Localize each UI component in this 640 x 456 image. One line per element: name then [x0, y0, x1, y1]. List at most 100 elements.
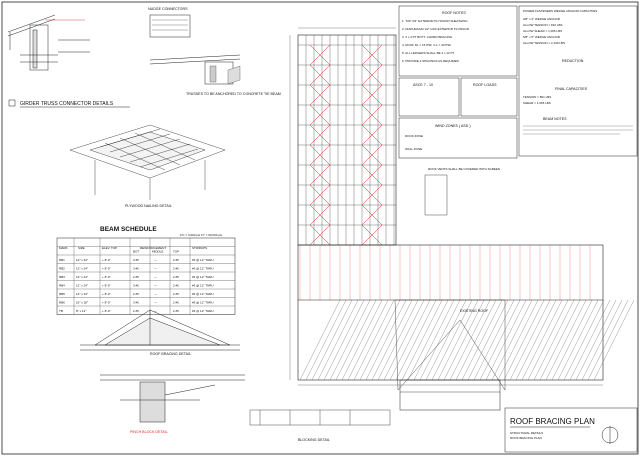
- wind-zones-title: WIND ZONES ( ASD ): [435, 124, 471, 128]
- final-capacity-item: SHEAR = 1,065 LBS: [523, 101, 551, 105]
- roof-notes-box: [398, 5, 518, 77]
- beam-cell: 2 #5: [173, 284, 179, 288]
- beam-subheader: MIDDLE: [152, 250, 163, 254]
- beam-cell: #3 @ 12" THRU: [192, 258, 214, 262]
- power-fasteners-box: [518, 5, 638, 157]
- power-line-item: 3/8" x 3" WEDGE ANCHOR: [523, 17, 561, 21]
- girder-truss-detail: [7, 14, 90, 71]
- beam-cell: RB6: [59, 301, 65, 305]
- beam-cell: 2 #5: [173, 292, 179, 296]
- roof-note-item: 6. PROVIDE 2 SPACINGS AS REQUIRED: [402, 59, 460, 63]
- beam-cell: 12" x 24": [76, 258, 88, 262]
- reduction-title: REDUCTION: [562, 59, 584, 63]
- beam-schedule-spec: F'C = 3,000 psi FY = 60,000 psi: [180, 233, 222, 237]
- beam-cell: #3 @ 12" THRU: [192, 309, 214, 313]
- beam-cell: 16" x 18": [76, 301, 88, 305]
- beam-header: ELEV. TOP: [102, 246, 117, 250]
- roof-note-item: 2. DIAPHRAGM 1/2" CDX EXTERIOR PLYWOOD: [402, 27, 470, 31]
- beam-cell: —: [154, 292, 157, 296]
- beam-header: SIZE: [78, 246, 85, 250]
- asce-title: ASCE 7 - 10: [413, 83, 433, 87]
- power-line-item: ALLOW TENSION = 810 LBS: [523, 23, 563, 27]
- beam-cell: RB4: [59, 284, 65, 288]
- wind-wall-zone: WALL ZONE: [405, 147, 422, 151]
- power-line-item: 5/8" x 5" WEDGE ANCHOR: [523, 35, 561, 39]
- roof-note-item: 5. ALL LEDGERS SHALL BE 2 x 12 PT: [402, 51, 454, 55]
- beam-subheader: TOP: [173, 250, 179, 254]
- beam-cell: 3 #5: [133, 284, 139, 288]
- beam-cell: + 8'-0": [102, 267, 111, 271]
- beam-cell: 12" x 24": [76, 284, 88, 288]
- beam-cell: —: [154, 258, 157, 262]
- beam-cell: + 8'-0": [102, 301, 111, 305]
- plywood-nailing-drawing: [69, 124, 226, 200]
- beam-cell: + 8'-0": [102, 275, 111, 279]
- blocking-drawing: [249, 409, 391, 426]
- beam-cell: 3 #5: [133, 267, 139, 271]
- beam-cell: 2 #5: [173, 275, 179, 279]
- beam-header: REINFORCEMENT: [140, 246, 166, 250]
- beam-cell: 12" x 24": [76, 292, 88, 296]
- plywood-title: PLYWOOD NAILING DETAIL: [125, 204, 172, 208]
- nudge-connectors-title: NUDGE CONNECTORS: [148, 7, 188, 11]
- beam-cell: 12" x 24": [76, 267, 88, 271]
- beam-cell: RB1: [59, 258, 65, 262]
- roof-note-item: 4. ROOF DL = 15 PSF / LL = 30 PSF: [402, 43, 451, 47]
- final-capacities-title: FINAL CAPACITIES: [555, 87, 588, 91]
- power-line-item: ALLOW TENSION = 2,190 LBS: [523, 41, 565, 45]
- beam-header: MARK: [59, 246, 68, 250]
- beam-cell: 2 #5: [173, 301, 179, 305]
- beam-schedule-table: MARK SIZE ELEV. TOP REINFORCEMENT STIRRUPS BO…: [56, 237, 236, 315]
- roof-bracing-detail-title: ROOF BRACING DETAIL: [150, 352, 191, 356]
- vent-note: ROOF VENTS SHALL BE COVERED WITH SCREEN: [428, 167, 500, 171]
- title-block: [504, 407, 638, 453]
- beam-cell: #3 @ 12" THRU: [192, 284, 214, 288]
- beam-cell: 3 #5: [133, 301, 139, 305]
- beam-cell: —: [154, 275, 157, 279]
- beam-cell: 3 #5: [133, 258, 139, 262]
- beam-cell: 2 #5: [133, 309, 139, 313]
- beam-cell: 2 #5: [173, 258, 179, 262]
- title-sub-2: ROOF BRACING PLAN: [510, 436, 542, 440]
- beam-cell: #3 @ 12" THRU: [192, 301, 214, 305]
- beam-cell: + 8'-0": [102, 258, 111, 262]
- beam-header: STIRRUPS: [192, 246, 207, 250]
- roof-note-item: 3. 2 x 4 PT BOTT. CHORD BRACING: [402, 35, 453, 39]
- wind-zones-box: [398, 117, 518, 159]
- roof-loads-box: [460, 77, 518, 117]
- beam-cell: + 8'-0": [102, 292, 111, 296]
- wind-roof-zone: ROOF ZONE: [405, 134, 423, 138]
- trusses-anchor-note: TRUSSES TO BE ANCHORED TO CONCRETE TIE B…: [186, 92, 281, 96]
- beam-cell: #3 @ 12" THRU: [192, 275, 214, 279]
- existing-roof-label: EXISTING ROOF: [460, 309, 489, 313]
- blocking-title: BLOCKING DETAIL: [298, 438, 330, 442]
- beam-cell: + 8'-0": [102, 309, 111, 313]
- beam-cell: TB: [59, 309, 63, 313]
- nudge-connectors-detail: NUDGE CONNECTORS: [148, 7, 241, 85]
- beam-cell: 2 #5: [133, 275, 139, 279]
- beam-cell: + 8'-0": [102, 284, 111, 288]
- power-line-item: ALLOW SHEAR = 1,065 LBS: [523, 29, 562, 33]
- roof-loads-title: ROOF LOADS: [473, 83, 497, 87]
- beam-cell: 2 #5: [133, 292, 139, 296]
- roof-note-item: 1. TOP 3/4" EXTERIOR PLYWOOD SHEATHING: [402, 19, 468, 23]
- beam-subheader: BOT: [133, 250, 139, 254]
- beam-cell: 12" x 24": [76, 275, 88, 279]
- beam-cell: —: [154, 267, 157, 271]
- pinch-block-drawing: [100, 374, 245, 423]
- sheet-title: ROOF BRACING PLAN: [510, 417, 595, 426]
- final-capacity-item: TENSION = 891 LBS: [523, 95, 551, 99]
- beam-cell: —: [154, 284, 157, 288]
- beam-cell: #3 @ 12" THRU: [192, 267, 214, 271]
- beam-cell: RB2: [59, 267, 65, 271]
- beam-cell: RB5: [59, 292, 65, 296]
- beam-cell: —: [154, 309, 157, 313]
- beam-cell: 8" x 12": [76, 309, 86, 313]
- roof-notes-title: ROOF NOTES: [442, 11, 466, 15]
- power-fasteners-title: POWER FASTENERS WEDGE ANCHOR CAPACITIES: [523, 9, 597, 13]
- beam-cell: —: [154, 301, 157, 305]
- beam-notes-title: BEAM NOTES: [543, 117, 567, 121]
